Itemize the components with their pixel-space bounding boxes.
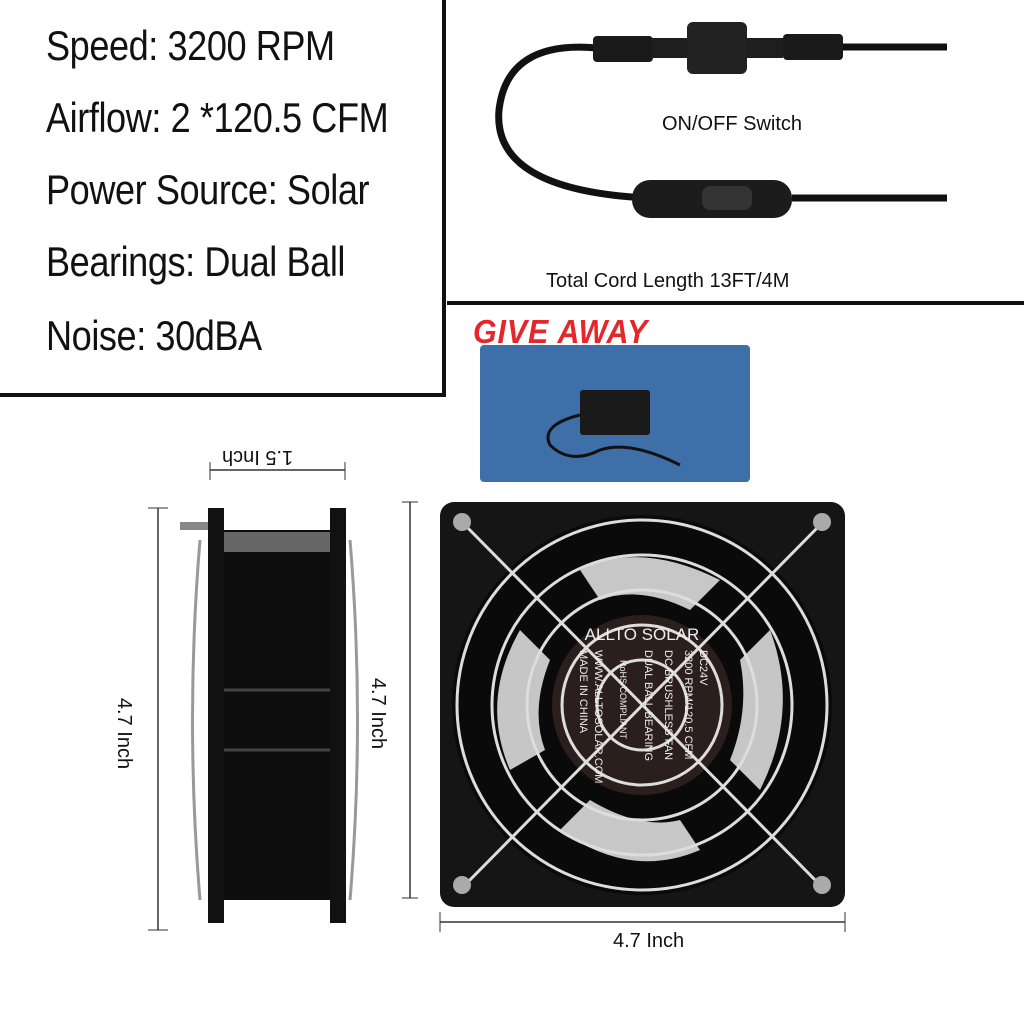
- front-height-dimension: 4.7 Inch: [367, 677, 390, 750]
- spec-noise: Noise: 30dBA: [46, 312, 262, 359]
- fan-label-line: DC24V: [697, 650, 709, 686]
- fan-label-line: DUAL BALL BEARING: [642, 650, 654, 761]
- spec-bearings: Bearings: Dual Ball: [46, 238, 346, 285]
- cord-panel: ON/OFF Switch Total Cord Length 13FT/4M: [447, 0, 1024, 305]
- power-adapter-image: [480, 345, 750, 482]
- giveaway-label: GIVE AWAY: [473, 313, 649, 350]
- fan-label-line: WWW.ALLTOSOLAR.COM: [592, 650, 604, 783]
- fan-label-line: 3200 RPM/120.5 CFM: [682, 650, 694, 759]
- fan-front-view: ALLTO SOLAR DC24V 3200 RPM/120.5 CFM DC …: [402, 501, 846, 932]
- depth-dimension: 1.5 Inch: [222, 446, 294, 468]
- fan-brand: ALLTO SOLAR: [585, 625, 700, 644]
- side-height-dimension: 4.7 Inch: [113, 697, 136, 770]
- specs-panel: Speed: 3200 RPM Airflow: 2 *120.5 CFM Po…: [0, 0, 446, 397]
- spec-airflow: Airflow: 2 *120.5 CFM: [46, 94, 389, 141]
- front-width-dimension: 4.7 Inch: [613, 930, 685, 952]
- fan-compliance: RoHS COMPLIANT: [618, 660, 628, 740]
- fan-side-view: [148, 462, 359, 931]
- spec-power-source: Power Source: Solar: [46, 166, 370, 213]
- switch-label: ON/OFF Switch: [662, 113, 803, 135]
- cord-length-label: Total Cord Length 13FT/4M: [546, 270, 790, 292]
- spec-speed: Speed: 3200 RPM: [46, 22, 335, 69]
- fan-label-line: DC BRUSHLESS FAN: [662, 650, 674, 760]
- fan-label-line: MADE IN CHINA: [577, 650, 589, 734]
- adapter-icon: [546, 390, 681, 467]
- power-cord-image: [495, 22, 947, 218]
